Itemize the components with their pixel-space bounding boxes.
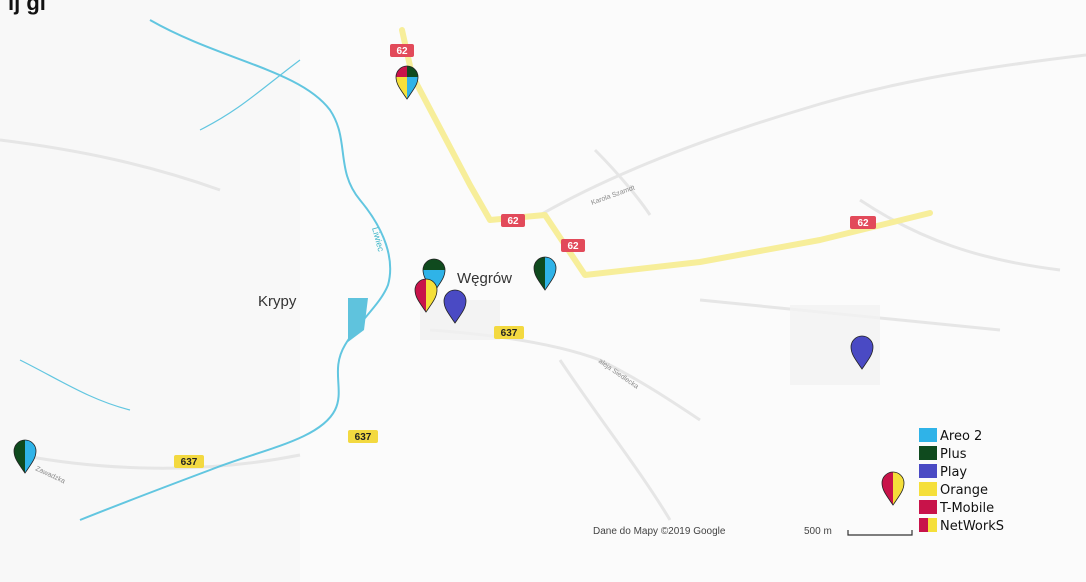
legend-item: Play [919,464,967,480]
route-62-badge: 62 [561,239,585,252]
legend-label: NetWorkS [940,519,1004,534]
route-62-badge: 62 [390,44,414,57]
route-637-badge: 637 [174,455,204,468]
route-62-badge: 62 [850,216,876,229]
legend-item: Plus [919,446,967,462]
legend-swatch [919,428,937,442]
map-terrain-shade [0,0,300,582]
svg-text:62: 62 [396,46,408,57]
scale-bar [847,530,913,536]
map-pin-plus-areo[interactable] [13,439,37,475]
cropped-header-text: ij gi [8,0,46,15]
map-pin-play[interactable] [443,289,467,324]
map-pin-plus-areo[interactable] [533,256,557,292]
village-label: Krypy [258,293,297,310]
legend-label: Areo 2 [940,429,982,444]
legend-swatch [919,518,928,532]
map-pin-play[interactable] [850,335,874,370]
legend-swatch [919,464,937,478]
route-637-badge: 637 [348,430,378,443]
route-637-badge: 637 [494,326,524,339]
route-62-badge: 62 [501,214,525,227]
map-credit: Dane do Mapy ©2019 Google [593,526,726,537]
legend-item: NetWorkS [919,518,1004,534]
legend-item: Orange [919,482,988,498]
svg-text:62: 62 [567,241,579,252]
legend-item: T-Mobile [919,500,994,516]
scale-label: 500 m [804,526,832,537]
legend-swatch [928,518,937,532]
svg-text:637: 637 [355,432,372,443]
svg-text:62: 62 [857,218,869,229]
legend-label: Plus [940,447,967,462]
map-pin-orange-tmobile[interactable] [414,278,438,314]
town-label: Węgrów [457,270,512,287]
svg-text:62: 62 [507,216,519,227]
legend-swatch [919,482,937,496]
svg-text:637: 637 [181,457,198,468]
lake [348,298,368,342]
svg-text:637: 637 [501,328,518,339]
map-pin-multi-operator[interactable] [395,65,419,101]
map-pin-orange-tmobile[interactable] [881,471,905,507]
road-62 [399,27,933,278]
legend-swatch [919,500,937,514]
legend-label: Orange [940,483,988,498]
legend-item: Areo 2 [919,428,982,444]
river [19,19,392,521]
legend-label: T-Mobile [939,501,994,516]
legend-label: Play [940,465,967,480]
legend-swatch [919,446,937,460]
